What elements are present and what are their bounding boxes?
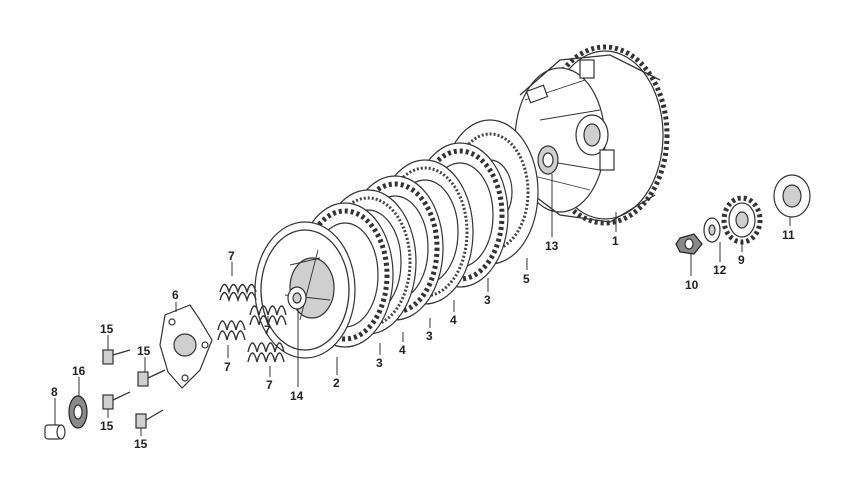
callout-3b: 3 <box>426 329 433 343</box>
callout-8: 8 <box>51 385 58 399</box>
part-15-bolt-1 <box>102 349 131 365</box>
callout-15b: 15 <box>137 344 151 358</box>
callout-7d: 7 <box>266 378 273 392</box>
part-7-spring-mid <box>249 305 287 326</box>
part-2-pressure-plate <box>254 221 356 359</box>
part-15-bolt-2 <box>137 369 166 387</box>
callout-7a: 7 <box>228 249 235 263</box>
callout-15d: 15 <box>134 437 148 451</box>
part-7-spring-left <box>217 320 246 341</box>
callout-4b: 4 <box>450 313 457 327</box>
part-16-bearing <box>68 395 88 429</box>
part-8-pushrod-end <box>44 424 66 440</box>
part-7-spring-top <box>219 283 257 303</box>
callout-3a: 3 <box>376 356 383 370</box>
part-6-lifter-plate <box>159 304 213 389</box>
callout-1: 1 <box>612 234 619 248</box>
callout-13: 13 <box>545 239 559 253</box>
callout-2: 2 <box>333 376 340 390</box>
callout-15a: 15 <box>100 322 114 336</box>
part-14-washer <box>287 286 307 310</box>
callout-9: 9 <box>738 253 745 267</box>
part-clutch-outer-housing <box>514 44 670 226</box>
part-13-spline-washer <box>537 145 559 175</box>
part-11-collar <box>773 174 811 218</box>
part-15-bolt-3 <box>102 391 131 410</box>
callout-4a: 4 <box>399 343 406 357</box>
callout-14: 14 <box>290 389 304 403</box>
callout-numbers: 1 2 3 3 3 4 4 5 6 7 7 7 7 8 9 10 11 12 1… <box>51 228 795 451</box>
callout-7c: 7 <box>264 323 271 337</box>
part-15-bolt-4 <box>135 409 164 429</box>
part-12-washer <box>703 217 721 243</box>
callout-10: 10 <box>685 278 699 292</box>
part-7-spring-bottom <box>247 342 285 363</box>
callout-7b: 7 <box>224 360 231 374</box>
leader-lines <box>54 174 791 436</box>
callout-6: 6 <box>172 288 179 302</box>
part-9-gear <box>721 195 763 245</box>
part-10-nut <box>675 233 703 255</box>
callout-11: 11 <box>782 228 795 242</box>
callout-3c: 3 <box>484 293 491 307</box>
callout-12: 12 <box>713 263 727 277</box>
callout-15c: 15 <box>100 419 114 433</box>
callout-5: 5 <box>523 272 530 286</box>
callout-16: 16 <box>72 364 86 378</box>
